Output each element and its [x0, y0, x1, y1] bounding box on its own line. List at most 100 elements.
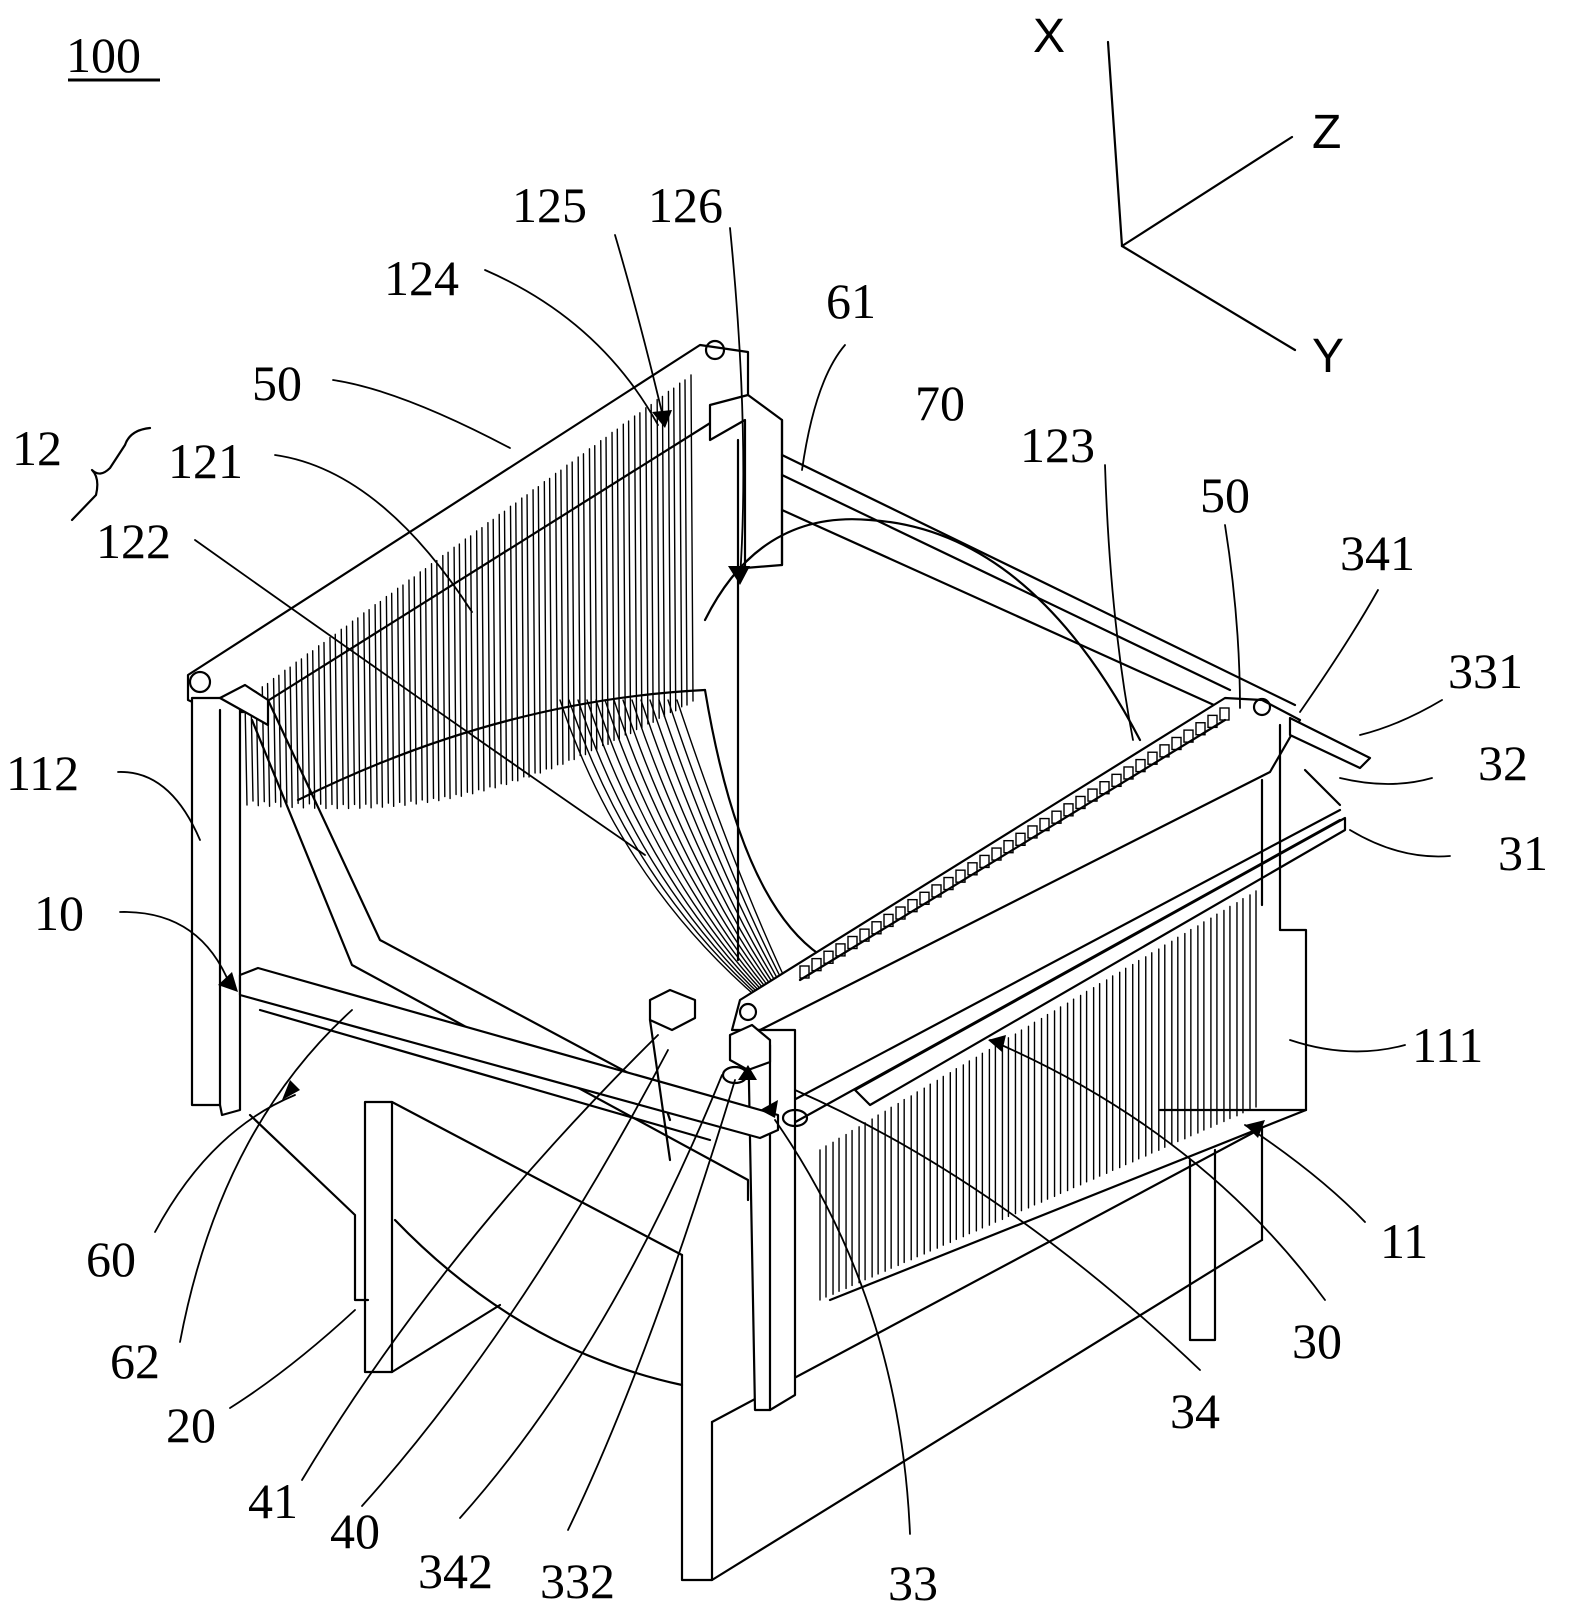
slot-curve	[595, 699, 772, 1001]
rear-tooth-line	[492, 518, 496, 789]
label-50-left: 50	[252, 355, 302, 411]
rear-tooth-line	[413, 576, 417, 805]
clip-41	[728, 1023, 772, 1072]
label-11: 11	[1380, 1213, 1428, 1269]
rear-tooth-line	[521, 497, 525, 778]
rear-tooth-line	[430, 563, 435, 800]
left-rear-leg	[363, 1100, 394, 1374]
front-plate-leg	[1188, 1148, 1217, 1342]
rear-tooth-line	[673, 387, 677, 712]
slot-curve	[649, 699, 788, 1001]
rear-tooth-line	[560, 469, 564, 765]
label-33: 33	[888, 1555, 938, 1611]
rear-tooth-line	[424, 568, 429, 804]
lead-62	[179, 1009, 353, 1343]
rear-plate-curve	[703, 688, 822, 957]
slot-curve	[640, 699, 785, 1001]
rear-tooth-line	[627, 420, 632, 735]
front-comb-base	[798, 718, 1227, 982]
label-125: 125	[512, 177, 587, 233]
rear-tooth-line	[633, 415, 638, 731]
center-post	[746, 1028, 797, 1412]
slot-curve	[586, 699, 769, 1001]
rear-tooth-line	[487, 521, 491, 788]
rear-tooth-line	[402, 584, 406, 806]
lead-112	[117, 771, 201, 841]
lead-122	[194, 539, 646, 856]
rear-tooth-line	[469, 535, 474, 795]
rear-tooth-line	[548, 477, 553, 770]
right-front-plate	[819, 723, 1308, 1342]
label-34: 34	[1170, 1383, 1220, 1439]
rear-tooth-line	[306, 653, 311, 805]
lead-41	[301, 1034, 659, 1481]
lead-331	[1359, 699, 1443, 736]
front-plate-slots	[819, 890, 1257, 1301]
rear-tooth-line	[272, 677, 277, 803]
bottom-wafer-arc	[393, 1218, 684, 1387]
front-top-pin-left	[738, 1002, 758, 1022]
brace-12	[70, 426, 152, 522]
arrow-34	[760, 1100, 778, 1118]
rear-tooth-line	[594, 444, 598, 751]
rear-tooth-line	[351, 620, 356, 806]
rear-tooth-line	[323, 641, 327, 810]
label-70: 70	[915, 375, 965, 431]
label-40: 40	[330, 1503, 380, 1559]
front-bottom-rail	[710, 1238, 1264, 1582]
front-top-pin-right	[1252, 697, 1272, 717]
label-123: 123	[1020, 417, 1095, 473]
arrow-11	[1245, 1120, 1265, 1138]
rear-tooth-line	[442, 554, 446, 798]
rear-tooth-line	[436, 559, 440, 802]
rail-32-end	[1288, 716, 1372, 770]
rear-tooth-line	[300, 658, 305, 809]
rear-tooth-line	[645, 407, 649, 725]
clip-332-hole	[781, 1108, 809, 1128]
lead-121	[274, 454, 473, 613]
lead-125	[614, 234, 666, 426]
coordinate-axes: X Z Y	[1033, 10, 1344, 383]
label-10: 10	[34, 885, 84, 941]
label-341: 341	[1340, 525, 1415, 581]
slot-curve	[631, 699, 783, 1001]
label-126: 126	[648, 177, 723, 233]
rear-tooth-line	[345, 625, 350, 810]
rear-tooth-line	[278, 674, 282, 808]
rail-33	[773, 808, 1342, 1112]
lead-332	[567, 1079, 736, 1531]
axis-z-label: Z	[1312, 106, 1341, 159]
lead-31	[1349, 829, 1451, 858]
rear-tooth-line	[453, 546, 457, 796]
label-20: 20	[166, 1397, 216, 1453]
rear-tooth-line	[385, 595, 390, 804]
label-331: 331	[1448, 643, 1523, 699]
rear-tooth-line	[656, 398, 660, 719]
wafer-outline	[703, 518, 1142, 742]
side-rod-upper-2	[780, 473, 1232, 692]
rear-slot-plate	[186, 339, 822, 1001]
label-41: 41	[248, 1473, 298, 1529]
label-62: 62	[110, 1333, 160, 1389]
rear-top-pin-left	[188, 670, 212, 694]
rear-tooth-line	[571, 461, 575, 761]
rear-tooth-line	[588, 448, 593, 752]
upper-side-rods	[780, 453, 1297, 712]
rear-tooth-line	[475, 530, 480, 791]
lead-50-left	[332, 379, 511, 449]
slot-curve	[604, 699, 775, 1001]
rear-tooth-line	[616, 428, 621, 740]
rear-tooth-line	[368, 609, 372, 809]
label-100: 100	[66, 27, 141, 83]
slot-curve	[658, 699, 791, 1001]
lower-rod-shadow	[258, 1008, 712, 1142]
lead-32	[1339, 777, 1433, 785]
rail-33-lower	[788, 818, 1342, 1127]
rear-tooth-line	[526, 494, 530, 778]
lead-111	[1289, 1039, 1406, 1053]
slot-curve	[577, 699, 767, 1001]
axis-y-label: Y	[1312, 330, 1344, 383]
rear-tooth-line	[600, 439, 604, 747]
lead-124	[484, 269, 659, 426]
